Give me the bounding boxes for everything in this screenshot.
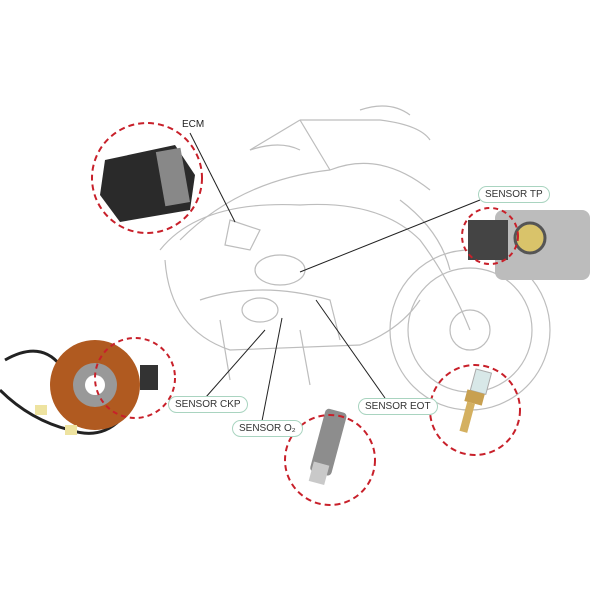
o2-leader-line xyxy=(261,317,283,422)
sensor-tp-label: SENSOR TP xyxy=(478,186,550,203)
scooter-sketch xyxy=(159,105,551,411)
sensor-eot-label: SENSOR EOT xyxy=(358,398,438,415)
leader-lines xyxy=(189,132,481,422)
stator-image xyxy=(0,337,176,435)
o2-sensor-image xyxy=(284,408,376,506)
eot-leader-line xyxy=(315,299,386,399)
tp-leader-line xyxy=(299,199,481,273)
ecm-leader-line xyxy=(189,132,236,223)
sensor-o2-label: SENSOR O₂ xyxy=(232,420,303,437)
ecm-label: ECM xyxy=(182,119,205,130)
ecm-image xyxy=(91,122,203,234)
sensor-ckp-label: SENSOR CKP xyxy=(168,396,248,413)
throttle-body-image xyxy=(461,207,590,280)
ckp-leader-line xyxy=(205,329,266,398)
